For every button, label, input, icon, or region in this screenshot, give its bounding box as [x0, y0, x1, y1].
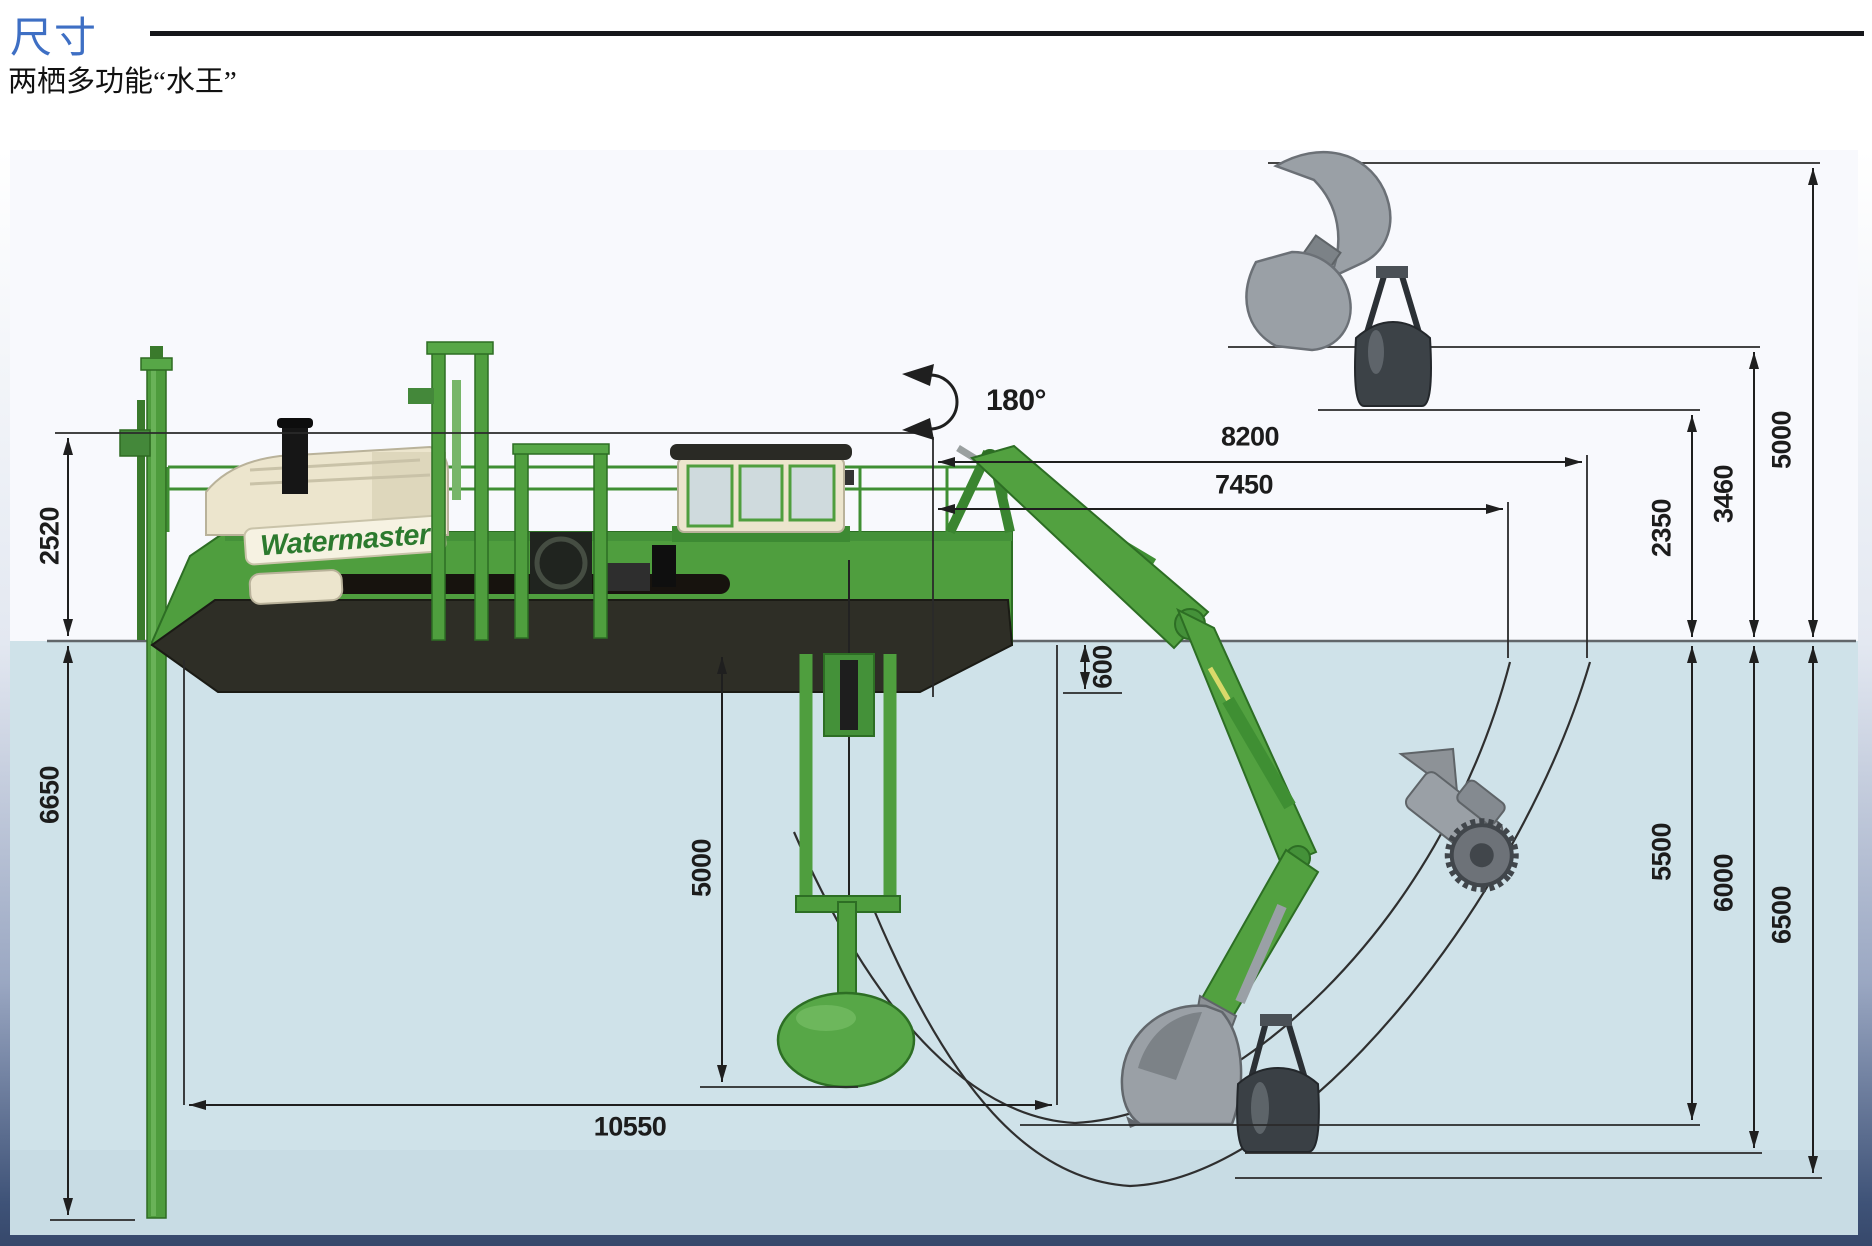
rotation-arc-icon [902, 364, 959, 440]
cab-roof [670, 444, 852, 460]
dim-7450: 7450 [1214, 469, 1274, 500]
extension-lines [50, 432, 1822, 1221]
cab-window [788, 464, 836, 522]
dim-6000: 6000 [1708, 853, 1739, 913]
clamshell-bucket-top-icon [1354, 266, 1432, 407]
hull-hatch [248, 569, 344, 605]
dim-10550: 10550 [593, 1111, 667, 1142]
cab [670, 444, 854, 542]
engine-housing [205, 445, 449, 605]
water-area [10, 641, 1858, 1235]
page-title: 尺寸 [10, 16, 99, 62]
excavator-arm [956, 444, 1320, 1050]
seabed-tint [10, 1150, 1858, 1235]
pontoon [150, 599, 1014, 693]
dim-5000-pump: 5000 [686, 838, 717, 898]
cab-window [738, 464, 784, 522]
dim-3460: 3460 [1708, 464, 1739, 524]
boom-segment-1 [970, 444, 1210, 650]
spud-guide-masts [408, 341, 610, 641]
digging-bucket [1120, 1004, 1243, 1128]
dim-180-rotation: 180° [985, 384, 1047, 417]
dim-600: 600 [1087, 645, 1118, 689]
winch-box [530, 532, 592, 594]
dim-5000-top: 5000 [1766, 410, 1797, 470]
dim-5500: 5500 [1646, 822, 1677, 882]
dim-6500: 6500 [1766, 885, 1797, 945]
dim-6650: 6650 [34, 765, 65, 825]
dim-2520: 2520 [34, 506, 65, 566]
dimension-lines [63, 168, 1818, 1215]
pump-dome-assembly [776, 560, 916, 1089]
exhaust-stack-icon [277, 418, 313, 494]
dim-8200: 8200 [1220, 421, 1280, 452]
cutter-attachment [1398, 747, 1519, 893]
page-subtitle: 两栖多功能“水王” [8, 66, 237, 98]
watermaster-machine [119, 341, 1519, 1219]
cab-window [686, 464, 734, 528]
title-rule [150, 31, 1864, 36]
pump-dome [776, 991, 916, 1089]
excavator-bucket-pair-icon [1245, 150, 1392, 352]
spud-pole [119, 346, 173, 1219]
clamshell-bucket-seabed [1236, 1014, 1320, 1153]
dim-2350: 2350 [1646, 498, 1677, 558]
